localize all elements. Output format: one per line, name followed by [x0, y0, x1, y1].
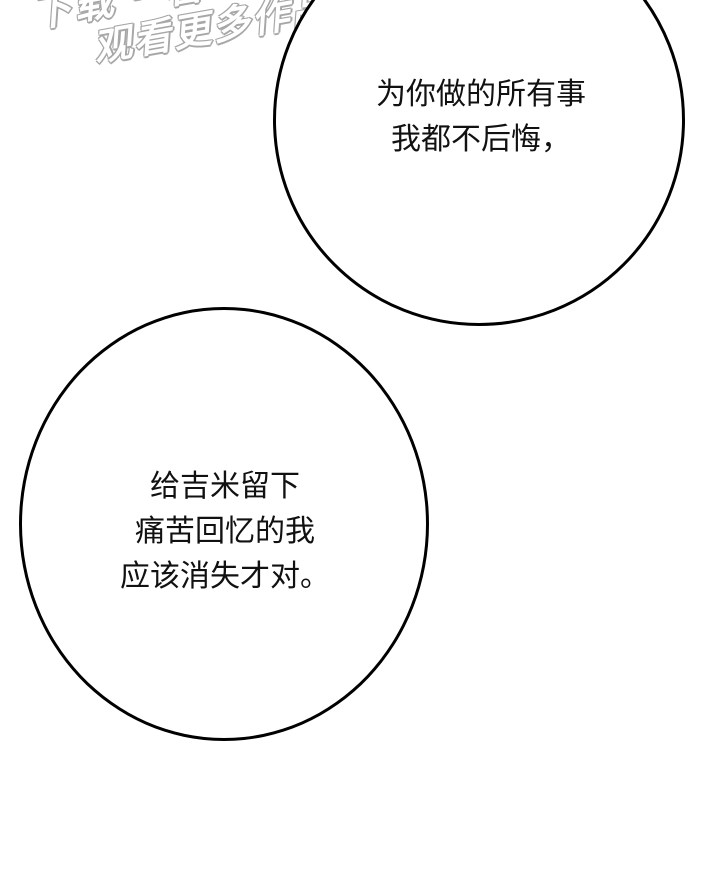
bubble-top-line-1: 为你做的所有事 — [376, 77, 586, 112]
speech-bubble-bottom — [19, 307, 429, 741]
speech-bubble-bottom-text: 给吉米留下 痛苦回忆的我 应该消失才对。 — [95, 464, 355, 599]
speech-bubble-top — [273, 0, 685, 326]
bubble-bottom-line-1: 给吉米留下 — [150, 469, 300, 504]
bubble-top-line-2: 我都不后悔， — [391, 122, 571, 157]
speech-bubble-top-text: 为你做的所有事 我都不后悔， — [340, 72, 622, 162]
bubble-bottom-line-3: 应该消失才对。 — [120, 559, 330, 594]
bubble-bottom-line-2: 痛苦回忆的我 — [135, 514, 315, 549]
